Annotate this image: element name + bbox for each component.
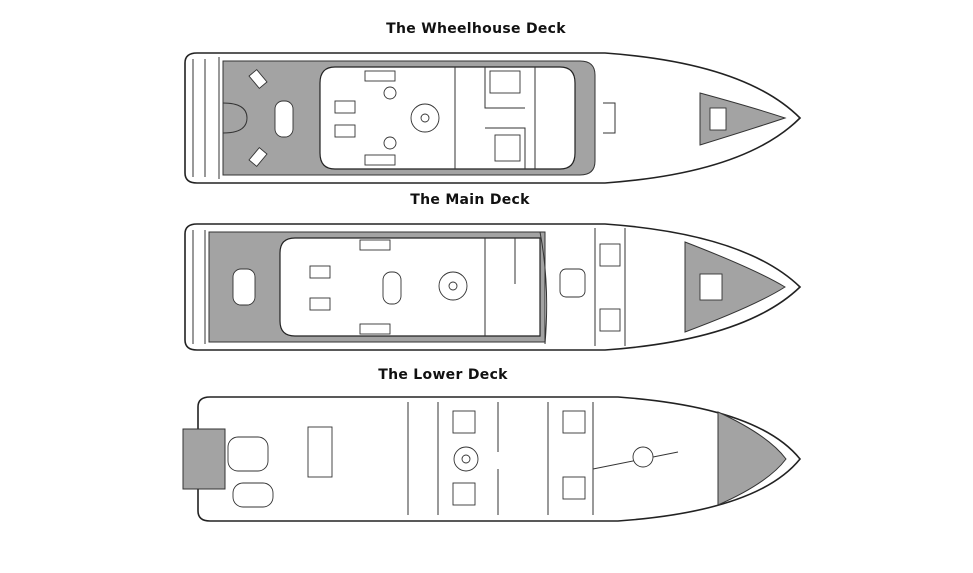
foredeck <box>699 92 787 146</box>
main-saloon <box>279 237 541 337</box>
tender <box>227 436 269 472</box>
swim-platform <box>182 428 226 490</box>
lower-deck-title: The Lower Deck <box>378 367 508 383</box>
forepeak <box>717 411 787 506</box>
dining-table <box>274 100 294 138</box>
wheelhouse-deck-plan <box>184 52 802 184</box>
foredeck <box>684 241 786 333</box>
main-deck-plan <box>184 223 802 351</box>
dining-table <box>382 271 402 305</box>
sky-lounge <box>319 66 576 170</box>
hull-outline <box>197 396 802 522</box>
main-deck-title: The Main Deck <box>410 192 530 208</box>
lower-deck-plan <box>182 396 802 522</box>
wheelhouse-deck-title: The Wheelhouse Deck <box>386 21 566 37</box>
